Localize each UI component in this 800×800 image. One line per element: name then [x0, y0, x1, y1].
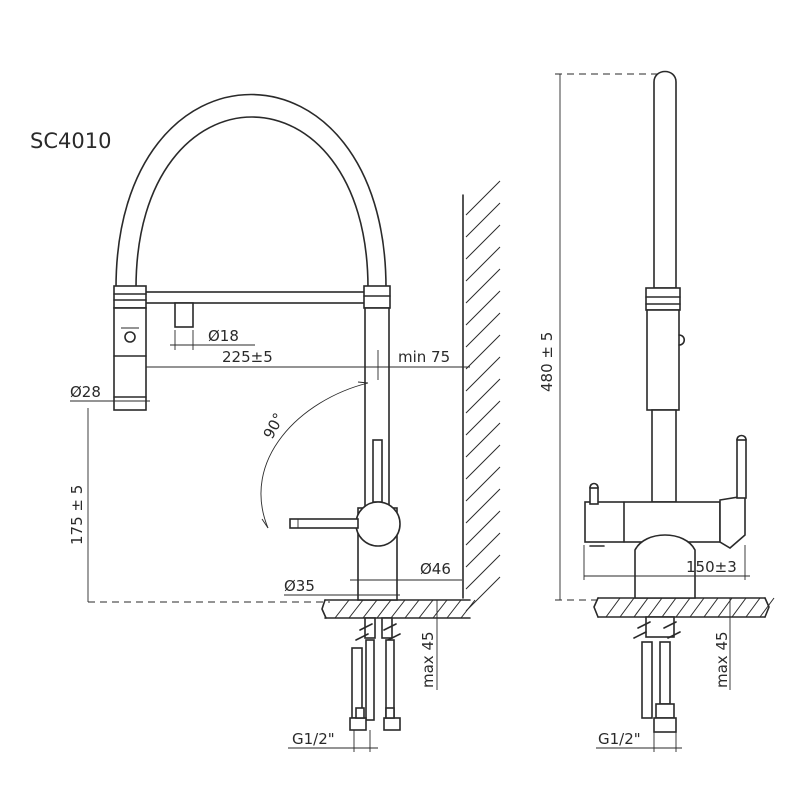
dim-angle: 90°	[260, 410, 288, 442]
side-spout	[653, 70, 677, 289]
dim-reach: 225±5	[222, 348, 273, 366]
dim-hole-diameter: Ø35	[284, 577, 315, 595]
side-countertop	[593, 597, 775, 618]
dim-height-under-spray: 175 ± 5	[68, 485, 86, 545]
side-column	[646, 309, 680, 411]
countertop	[321, 599, 476, 619]
dim-head-diameter: Ø28	[70, 383, 101, 401]
spray-head	[113, 285, 147, 411]
side-dimensions: 480 ± 5 150±3 max 45 G1/2"	[538, 73, 750, 752]
side-view: 480 ± 5 150±3 max 45 G1/2"	[538, 70, 775, 752]
outlet-nozzle	[174, 302, 194, 328]
under-counter-fittings	[349, 617, 401, 731]
model-label: SC4010	[30, 129, 111, 153]
spray-arm	[139, 291, 373, 304]
dim-max-thickness-left: max 45	[419, 631, 437, 688]
spring-hose	[115, 93, 387, 289]
dim-width-side: 150±3	[686, 558, 737, 576]
front-view: Ø18 225±5 min 75 Ø28 90° 175 ± 5	[68, 93, 501, 752]
wall	[462, 180, 501, 612]
side-mixer-body	[584, 434, 747, 599]
dim-total-height: 480 ± 5	[538, 332, 556, 392]
dim-spray-diameter: Ø18	[208, 327, 239, 345]
dim-base-diameter: Ø46	[420, 560, 451, 578]
dim-thread-right: G1/2"	[598, 730, 641, 748]
dim-max-thickness-right: max 45	[713, 631, 731, 688]
dim-thread-left: G1/2"	[292, 730, 335, 748]
side-under-counter	[633, 616, 681, 733]
front-dimensions: Ø18 225±5 min 75 Ø28 90° 175 ± 5	[68, 327, 470, 752]
dim-wall-min: min 75	[398, 348, 450, 366]
mixer-body	[289, 439, 401, 601]
